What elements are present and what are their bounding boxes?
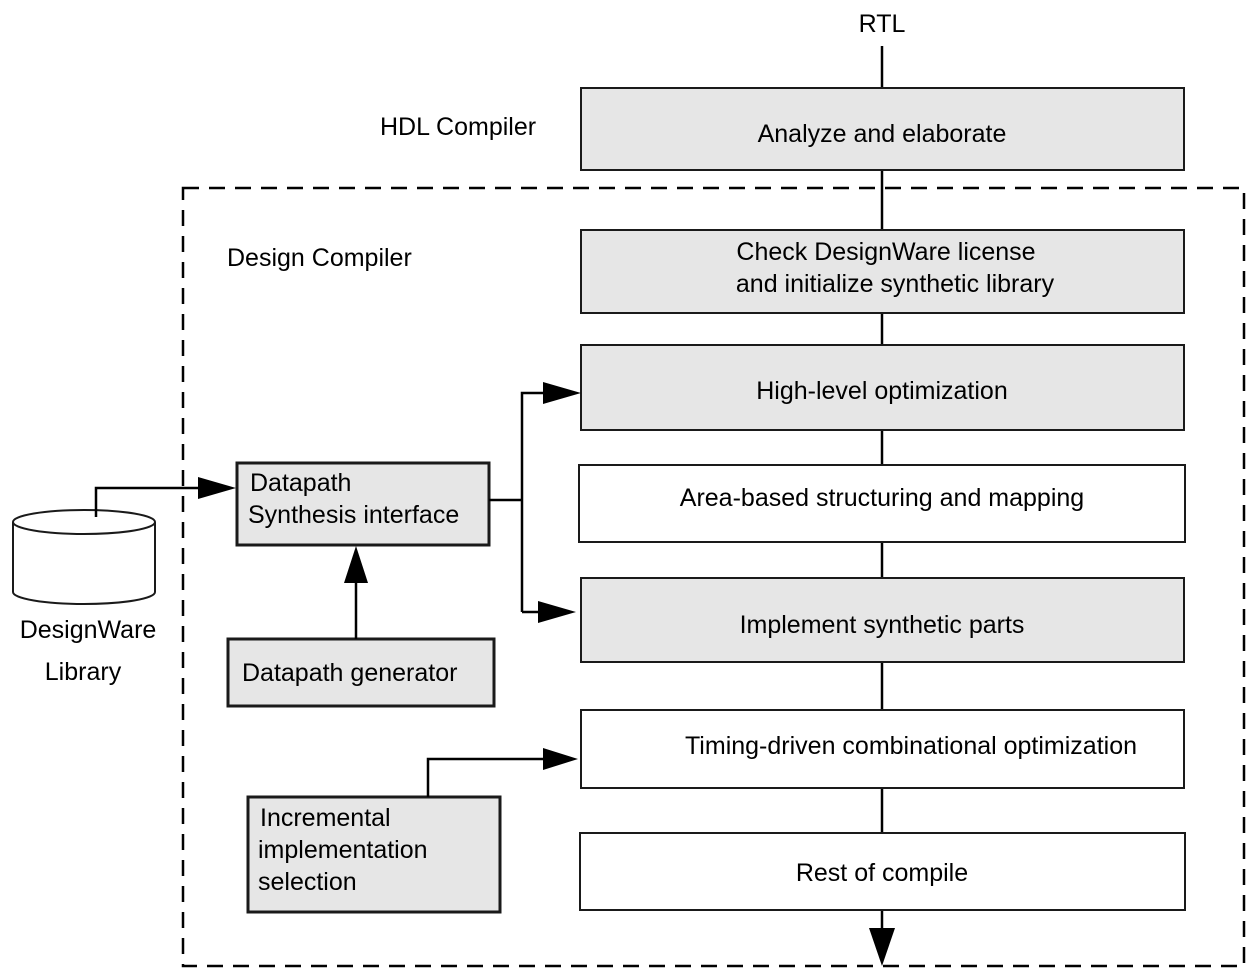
flow-step-check-license: Check DesignWare license and initialize … [580,229,1185,314]
datapath-synthesis-label-line1: Datapath [250,469,351,497]
library-to-interface-arrow [94,477,236,517]
incremental-label-line2: implementation [258,836,428,864]
incremental-label-line1: Incremental [260,804,391,832]
design-compiler-boundary [181,186,1246,968]
flow-step-area-based-label: Area-based structuring and mapping [680,484,1084,512]
design-compiler-label: Design Compiler [227,244,412,272]
output-arrowhead [869,928,895,966]
flow-step-rest-label: Rest of compile [796,859,968,887]
flow-step-check-label-line1: Check DesignWare license [736,238,1035,266]
designware-library-label-line2: Library [45,658,122,686]
datapath-synthesis-label-line2: Synthesis interface [248,501,459,529]
datapath-generator-box: Datapath generator [226,637,496,708]
flow-step-timing: Timing-driven combinational optimization [580,709,1185,789]
flow-step-rest: Rest of compile [579,832,1186,911]
flow-step-analyze-label: Analyze and elaborate [758,120,1007,148]
incremental-selection-box: Incremental implementation selection [246,795,502,914]
designware-library-cylinder-icon [12,509,156,605]
designware-library-label-line1: DesignWare [20,616,157,644]
flow-step-analyze: Analyze and elaborate [580,87,1185,171]
datapath-synthesis-interface-box: Datapath Synthesis interface [235,461,491,547]
datapath-generator-label: Datapath generator [242,659,457,687]
incremental-to-timing-arrow [426,748,578,797]
generator-to-interface-arrow [344,546,368,639]
flow-step-implement-label: Implement synthetic parts [740,611,1025,639]
interface-branch-arrows [489,382,581,623]
rtl-label: RTL [859,10,906,38]
flow-step-timing-label: Timing-driven combinational optimization [685,732,1137,760]
flow-step-high-level-label: High-level optimization [756,377,1008,405]
flow-step-area-based: Area-based structuring and mapping [578,464,1186,543]
flow-step-implement: Implement synthetic parts [580,577,1185,663]
flow-step-high-level: High-level optimization [580,344,1185,431]
incremental-label-line3: selection [258,868,357,896]
hdl-compiler-label: HDL Compiler [380,113,536,141]
flow-step-check-label-line2: and initialize synthetic library [736,270,1055,298]
